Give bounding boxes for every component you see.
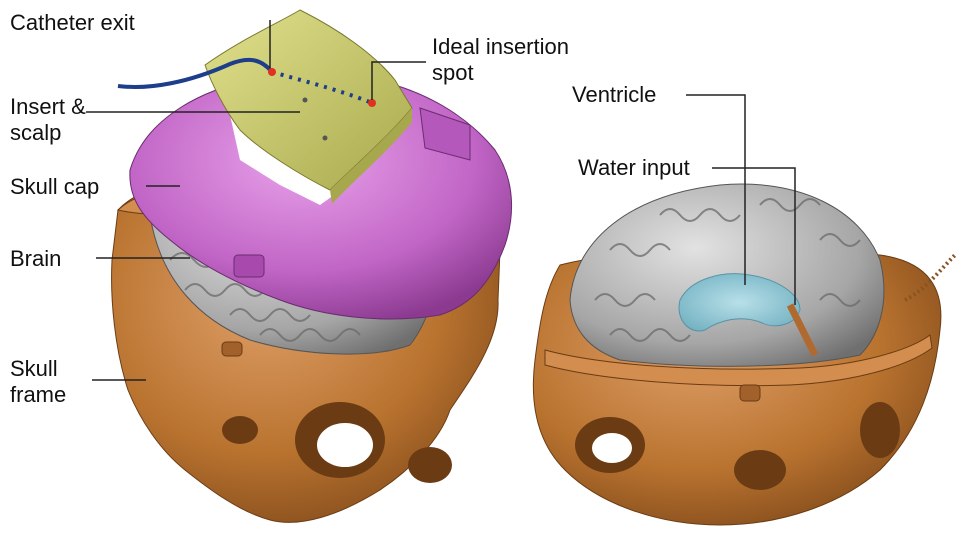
insert-dot-1 [303,98,308,103]
skull-hole2-right [860,402,900,458]
label-ventricle: Ventricle [572,82,656,108]
label-catheter-exit: Catheter exit [10,10,135,36]
skull-orbit-inner-right [592,433,632,463]
label-skull-cap: Skull cap [10,174,99,200]
label-brain: Brain [10,246,61,272]
label-skull-frame: Skull frame [10,356,66,408]
skull-peg-left [222,342,242,356]
label-ideal-insertion-spot: Ideal insertion spot [432,34,569,86]
skull-peg-right [740,385,760,401]
label-water-input: Water input [578,155,690,181]
skull-cap-tab [234,255,264,277]
catheter-exit-marker [268,68,276,76]
skull-hole-left [222,416,258,444]
skull-hole-right [734,450,786,490]
left-assembly [112,10,512,522]
right-assembly [533,184,955,525]
skull-orbit-inner-left [317,423,373,467]
skull-hole2-left [408,447,452,483]
label-insert-scalp: Insert & scalp [10,94,86,146]
insert-dot-2 [323,136,328,141]
ideal-insertion-marker [368,99,376,107]
